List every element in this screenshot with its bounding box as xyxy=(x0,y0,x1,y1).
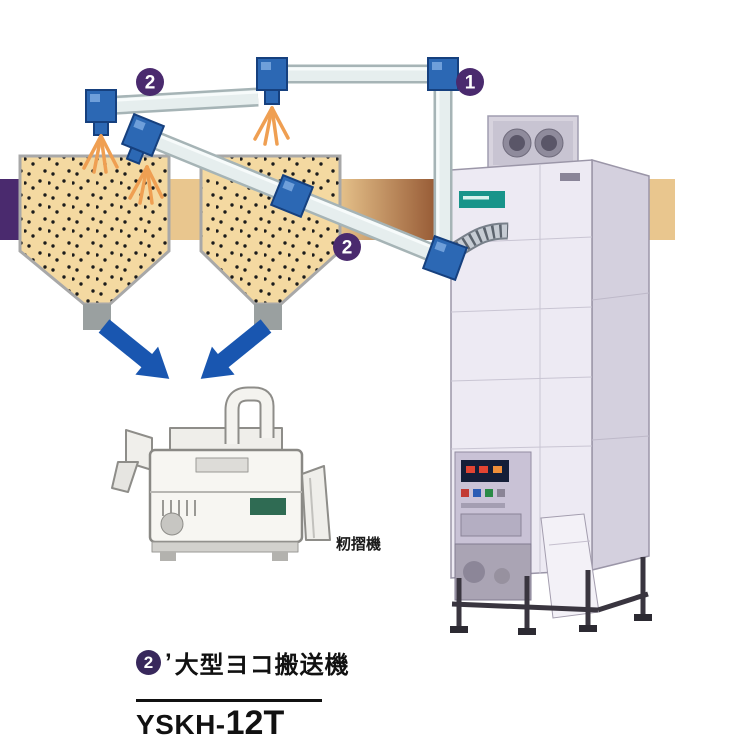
caption-prime-mark: ’ xyxy=(165,648,172,676)
dryer-base-frame xyxy=(451,557,649,630)
model-number: YSKH- 12T xyxy=(136,704,284,743)
rice-huller-photo xyxy=(111,386,331,561)
pipe-joint-top-right-elbow xyxy=(427,57,459,91)
caption-step-badge: 2 xyxy=(136,650,161,675)
badge-step2-top-number: 2 xyxy=(145,73,156,94)
model-divider-rule xyxy=(136,699,322,702)
pipe-joint-bottom-elbow xyxy=(421,234,469,282)
grain-spray-left-inner xyxy=(128,165,164,205)
pipe-joint-diagonal-mid xyxy=(269,173,315,219)
dryer-side-face xyxy=(591,159,650,571)
model-prefix: YSKH- xyxy=(136,709,226,740)
badge-step1-number: 1 xyxy=(465,73,476,94)
pipe-joint-diagonal-start xyxy=(120,112,166,165)
badge-step2-middle-number: 2 xyxy=(342,238,353,259)
grain-dryer-photo xyxy=(450,115,652,635)
grain-spray-right xyxy=(253,106,290,146)
grain-spray-left-outer xyxy=(82,134,119,174)
conveyor-pipes xyxy=(85,57,509,282)
caption-large-conveyor: 2 ’ 大型ヨコ搬送機 xyxy=(136,645,350,680)
hopper-left xyxy=(18,154,171,330)
badge-step2-top: 2 xyxy=(136,68,164,96)
pipe-top-horizontal xyxy=(272,64,443,84)
caption-text: 大型ヨコ搬送機 xyxy=(174,652,350,679)
badge-step1: 1 xyxy=(456,68,484,96)
arrow-to-huller-right xyxy=(200,319,272,379)
model-size: 12T xyxy=(225,704,285,742)
huller-vents xyxy=(162,500,196,516)
huller-label: 籾摺機 xyxy=(336,535,381,553)
huller-spout xyxy=(301,465,331,541)
arrow-to-huller-left xyxy=(98,319,170,379)
badge-step2-middle: 2 xyxy=(333,233,361,261)
dryer-control-panel xyxy=(454,451,532,545)
pipe-joint-top-left-elbow xyxy=(256,57,288,105)
pipe-left-horizontal xyxy=(100,87,259,116)
pipe-joint-left-elbow xyxy=(85,89,117,136)
pipe-vertical-right xyxy=(433,74,453,252)
